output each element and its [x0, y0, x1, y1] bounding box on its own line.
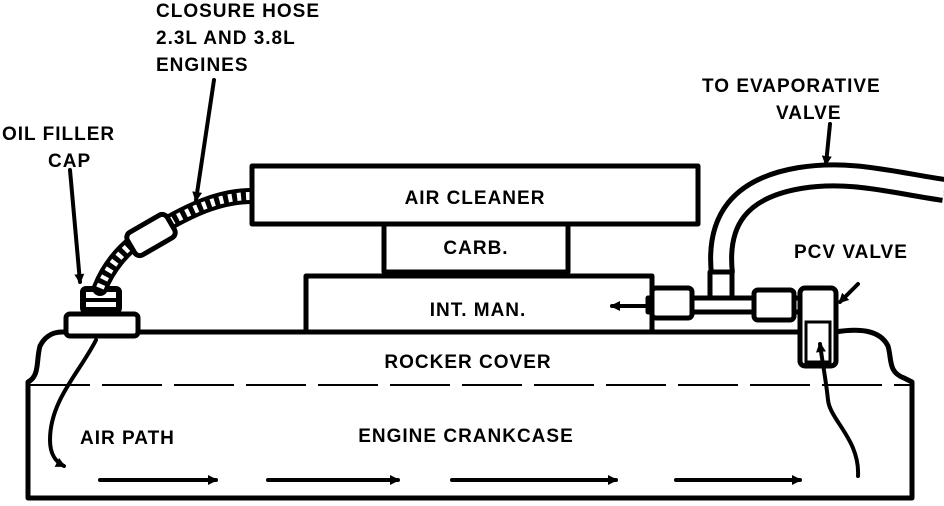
air-cleaner-label: AIR CLEANER [405, 188, 546, 209]
carb-box [381, 221, 571, 275]
evap-valve-leader [821, 122, 832, 166]
pcv-valve-body [751, 287, 797, 323]
evap-label-line2: VALVE [776, 103, 842, 124]
oil-filler-label-line1: OIL FILLER [2, 124, 115, 145]
closure-hose-label-line3: ENGINES [156, 55, 249, 76]
evap-label-line1: TO EVAPORATIVE [702, 76, 881, 97]
pcv-valve-label: PCV VALVE [794, 242, 908, 263]
closure-hose-label-line2: 2.3L AND 3.8L [156, 28, 296, 49]
engine-crankcase-body [25, 327, 915, 501]
oil-filler-leader [68, 168, 85, 284]
closure-hose-leader [192, 78, 216, 202]
air-path-label: AIR PATH [80, 428, 175, 449]
hose-coupling [124, 211, 178, 259]
carb-label: CARB. [443, 238, 508, 259]
oil-filler-neck [63, 311, 141, 339]
rocker-cover-label: ROCKER COVER [384, 352, 551, 373]
oil-filler-label-line2: CAP [48, 151, 91, 172]
pcv-valve-leader [838, 282, 860, 304]
pcv-inlet-fitting [649, 285, 695, 321]
air-path-inlet-curve [47, 338, 98, 468]
int-man-label: INT. MAN. [430, 300, 527, 321]
closure-hose [92, 188, 260, 296]
closure-hose-label-line1: CLOSURE HOSE [156, 1, 320, 22]
intake-manifold-box [303, 273, 655, 335]
engine-crankcase-label: ENGINE CRANKCASE [358, 426, 574, 447]
air-path-outlet-curve [816, 342, 861, 478]
